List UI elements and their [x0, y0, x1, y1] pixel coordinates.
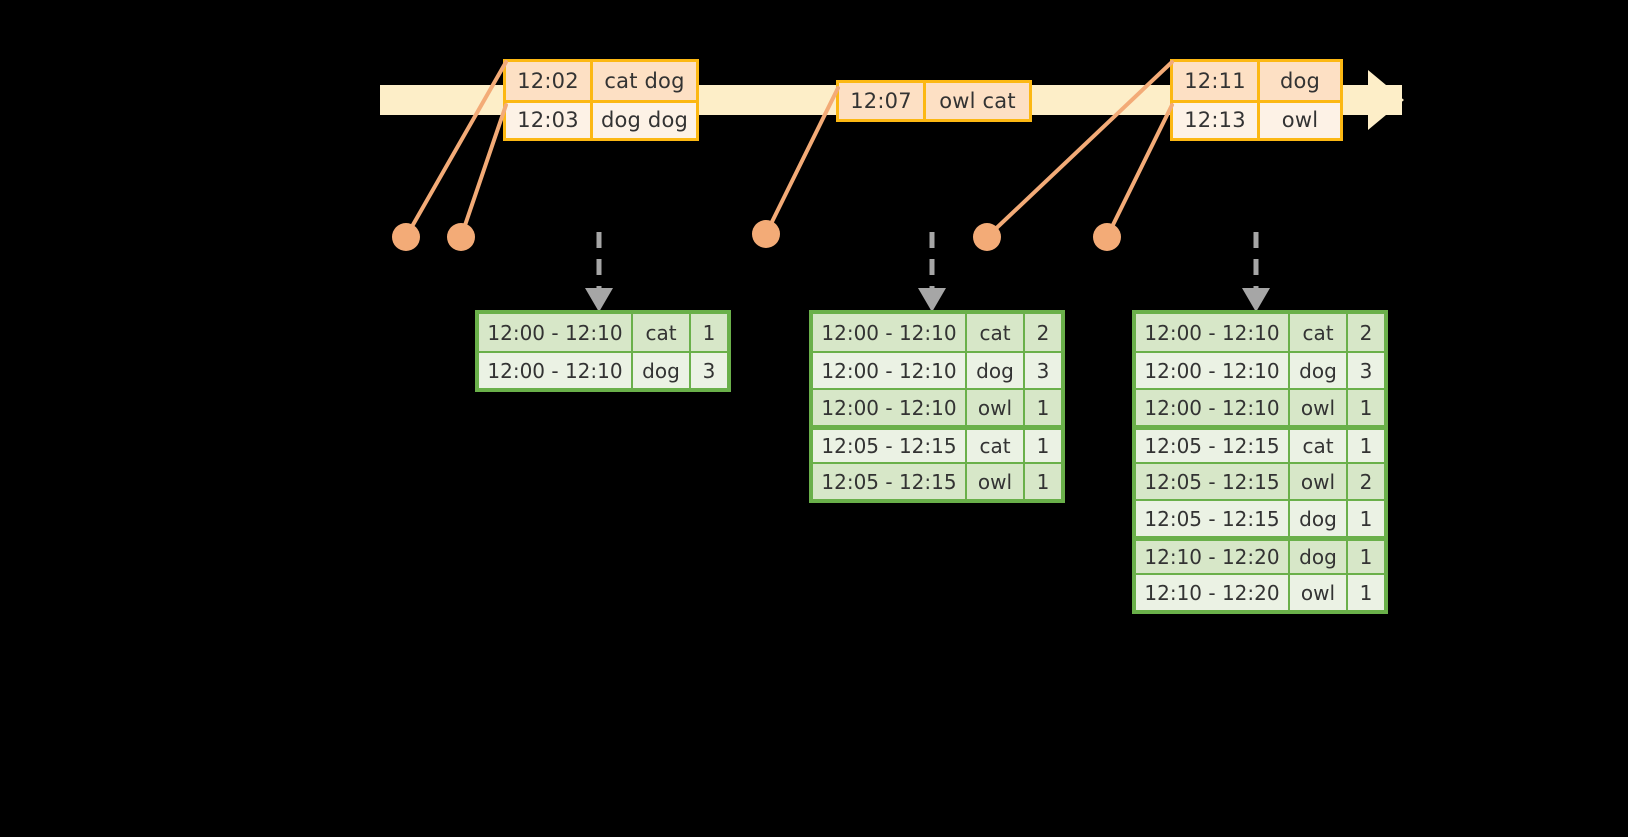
cell-key: owl — [965, 464, 1023, 499]
cell-key: owl — [965, 390, 1023, 425]
cell-key: cat — [1288, 430, 1346, 462]
timeline-event-row[interactable]: 12:13 owl — [1173, 99, 1340, 138]
table-row[interactable]: 12:00 - 12:10 dog 3 — [813, 351, 1061, 388]
cell-window: 12:05 - 12:15 — [821, 469, 957, 494]
table-row[interactable]: 12:00 - 12:10 owl 1 — [1136, 388, 1384, 425]
timeline-event-row[interactable]: 12:02 cat dog — [506, 62, 696, 100]
cell-key: dog — [1288, 353, 1346, 388]
cell-window: 12:05 - 12:15 — [1144, 506, 1280, 531]
table-row[interactable]: 12:00 - 12:10 owl 1 — [813, 388, 1061, 425]
cell-key: cat — [965, 430, 1023, 462]
cell-window: 12:10 - 12:20 — [1144, 545, 1280, 569]
connector-line — [459, 103, 508, 239]
cell-count: 1 — [1023, 390, 1061, 425]
cell-window: 12:00 - 12:10 — [487, 320, 623, 345]
flow-arrows — [585, 232, 1270, 312]
timeline-event-row[interactable]: 12:03 dog dog — [506, 99, 696, 138]
cell-window: 12:00 - 12:10 — [821, 320, 957, 345]
result-table-1[interactable]: 12:00 - 12:10 cat 1 12:00 - 12:10 dog 3 — [475, 310, 731, 392]
cell-count: 2 — [1346, 314, 1384, 351]
table-row[interactable]: 12:05 - 12:15 owl 1 — [813, 462, 1061, 499]
cell-window: 12:00 - 12:10 — [487, 358, 623, 383]
connector-dot — [1093, 223, 1121, 251]
event-words: dog dog — [590, 102, 696, 138]
event-time: 12:02 — [517, 68, 579, 93]
flow-arrow-head — [585, 288, 613, 312]
connector-dot — [973, 223, 1001, 251]
result-table-3[interactable]: 12:00 - 12:10 cat 2 12:00 - 12:10 dog 3 … — [1132, 310, 1388, 614]
cell-count: 1 — [1346, 501, 1384, 536]
cell-key: owl — [1288, 464, 1346, 499]
cell-window: 12:05 - 12:15 — [1144, 469, 1280, 494]
table-row[interactable]: 12:05 - 12:15 dog 1 — [1136, 499, 1384, 536]
table-row[interactable]: 12:10 - 12:20 dog 1 — [1136, 536, 1384, 573]
cell-count: 1 — [1023, 430, 1061, 462]
timeline-event-group-2[interactable]: 12:07 owl cat — [836, 80, 1032, 122]
event-time: 12:11 — [1184, 68, 1246, 93]
cell-count: 3 — [689, 353, 727, 388]
cell-count: 1 — [1346, 430, 1384, 462]
result-table-2[interactable]: 12:00 - 12:10 cat 2 12:00 - 12:10 dog 3 … — [809, 310, 1065, 503]
table-row[interactable]: 12:05 - 12:15 cat 1 — [1136, 425, 1384, 462]
table-row[interactable]: 12:10 - 12:20 owl 1 — [1136, 573, 1384, 610]
cell-key: cat — [631, 314, 689, 351]
cell-key: dog — [631, 353, 689, 388]
cell-count: 1 — [689, 314, 727, 351]
table-row[interactable]: 12:00 - 12:10 dog 3 — [1136, 351, 1384, 388]
event-words: dog — [1257, 62, 1340, 100]
cell-key: dog — [1288, 541, 1346, 573]
table-row[interactable]: 12:00 - 12:10 dog 3 — [479, 351, 727, 388]
event-time: 12:07 — [850, 89, 912, 113]
cell-window: 12:00 - 12:10 — [821, 358, 957, 383]
connector-dot — [752, 220, 780, 248]
cell-key: cat — [965, 314, 1023, 351]
timeline-event-group-1[interactable]: 12:02 cat dog 12:03 dog dog — [503, 59, 699, 141]
flow-arrow-head — [1242, 288, 1270, 312]
cell-key: dog — [965, 353, 1023, 388]
cell-window: 12:10 - 12:20 — [1144, 580, 1280, 605]
timeline-event-row[interactable]: 12:07 owl cat — [839, 83, 1029, 119]
cell-window: 12:05 - 12:15 — [821, 434, 957, 458]
event-words: owl — [1257, 102, 1340, 138]
cell-count: 3 — [1346, 353, 1384, 388]
event-words: cat dog — [590, 62, 696, 100]
cell-window: 12:05 - 12:15 — [1144, 434, 1280, 458]
table-row[interactable]: 12:00 - 12:10 cat 2 — [1136, 314, 1384, 351]
table-row[interactable]: 12:00 - 12:10 cat 1 — [479, 314, 727, 351]
timeline-event-group-3[interactable]: 12:11 dog 12:13 owl — [1170, 59, 1343, 141]
timeline-event-row[interactable]: 12:11 dog — [1173, 62, 1340, 100]
cell-window: 12:00 - 12:10 — [1144, 320, 1280, 345]
cell-window: 12:00 - 12:10 — [1144, 358, 1280, 383]
flow-arrow-head — [918, 288, 946, 312]
cell-count: 1 — [1346, 541, 1384, 573]
connector-line — [1105, 103, 1174, 239]
cell-key: owl — [1288, 390, 1346, 425]
cell-window: 12:00 - 12:10 — [1144, 395, 1280, 420]
connector-dot — [447, 223, 475, 251]
connector-dot — [392, 223, 420, 251]
cell-count: 1 — [1346, 575, 1384, 610]
cell-count: 1 — [1023, 464, 1061, 499]
table-row[interactable]: 12:00 - 12:10 cat 2 — [813, 314, 1061, 351]
event-words: owl cat — [923, 83, 1029, 119]
event-time: 12:03 — [517, 108, 579, 133]
cell-count: 2 — [1346, 464, 1384, 499]
cell-key: cat — [1288, 314, 1346, 351]
event-time: 12:13 — [1184, 108, 1246, 133]
cell-key: dog — [1288, 501, 1346, 536]
arrow-right-icon — [1368, 70, 1404, 130]
table-row[interactable]: 12:05 - 12:15 cat 1 — [813, 425, 1061, 462]
cell-key: owl — [1288, 575, 1346, 610]
cell-count: 2 — [1023, 314, 1061, 351]
cell-count: 3 — [1023, 353, 1061, 388]
cell-window: 12:00 - 12:10 — [821, 395, 957, 420]
cell-count: 1 — [1346, 390, 1384, 425]
table-row[interactable]: 12:05 - 12:15 owl 2 — [1136, 462, 1384, 499]
